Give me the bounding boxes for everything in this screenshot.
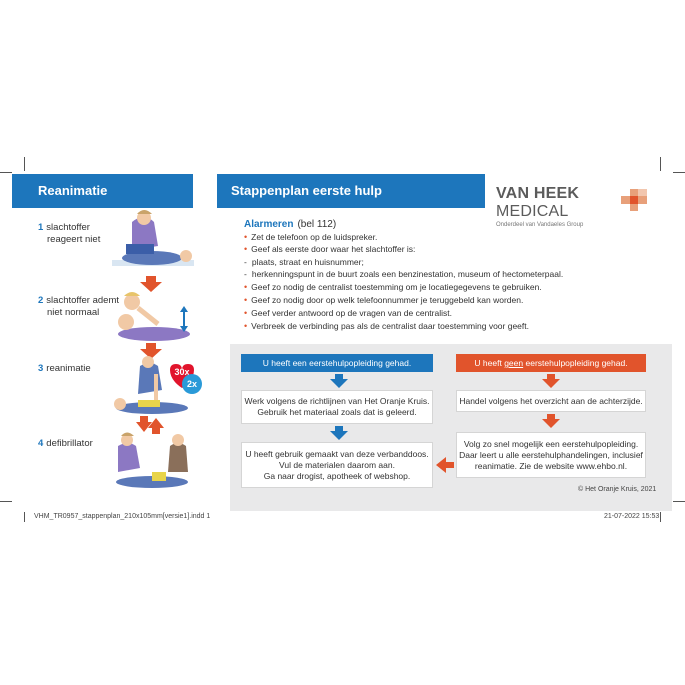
arrow-left-icon (436, 457, 454, 473)
file-slug: VHM_TR0957_stappenplan_210x105mm[versie1… (34, 513, 211, 520)
cpr-illustration: 30x 2x (114, 356, 202, 414)
crop-mark (673, 501, 685, 502)
bullet-subitem: -plaats, straat en huisnummer; (244, 257, 364, 267)
reanimatie-header: Reanimatie (12, 174, 193, 208)
alarmeren-title: Alarmeren(bel 112) (244, 219, 337, 230)
copyright: © Het Oranje Kruis, 2021 (578, 486, 657, 493)
badge-2x: 2x (187, 379, 197, 389)
victim-unresponsive-illustration (112, 210, 194, 266)
arrow-down-icon (140, 276, 162, 292)
arrow-down-icon (542, 414, 560, 428)
trained-step-1: Werk volgens de richtlijnen van Het Oran… (241, 390, 433, 424)
crop-mark (660, 512, 661, 522)
trained-header: U heeft een eerstehulpopleiding gehad. (241, 354, 433, 372)
arrows-up-down-icon (136, 416, 164, 434)
print-datetime: 21-07-2022 15:53 (604, 513, 660, 520)
medical-cross-icon (621, 189, 647, 211)
van-heek-logo: VAN HEEK MEDICAL Onderdeel van Vandaeles… (496, 185, 584, 228)
bullet-item: •Zet de telefoon op de luidspreker. (244, 232, 378, 242)
untrained-header: U heeft geen eerstehulpopleiding gehad. (456, 354, 646, 372)
arrow-down-icon (330, 374, 348, 388)
bullet-item: •Geef verder antwoord op de vragen van d… (244, 308, 452, 318)
arrow-down-icon (140, 343, 162, 359)
defibrillator-illustration (116, 432, 188, 488)
arrow-down-icon (542, 374, 560, 388)
stappenplan-header: Stappenplan eerste hulp (217, 174, 485, 208)
crop-mark (673, 172, 685, 173)
crop-mark (24, 157, 25, 171)
untrained-step-1: Handel volgens het overzicht aan de acht… (456, 390, 646, 412)
crop-mark (0, 172, 12, 173)
bullet-item: •Geef zo nodig de centralist toestemming… (244, 282, 542, 292)
untrained-step-2: Volg zo snel mogelijk een eerstehulpople… (456, 432, 646, 478)
bullet-item: •Geef zo nodig door op welk telefoonnumm… (244, 295, 524, 305)
trained-step-2: U heeft gebruik gemaakt van deze verband… (241, 442, 433, 488)
crop-mark (0, 501, 12, 502)
bullet-item: •Geef als eerste door waar het slachtoff… (244, 244, 416, 254)
arrow-down-icon (330, 426, 348, 440)
badge-30x: 30x (174, 367, 189, 377)
bullet-subitem: -herkenningspunt in de buurt zoals een b… (244, 269, 564, 279)
breathing-check-illustration (118, 292, 190, 341)
crop-mark (24, 512, 25, 522)
bullet-item: •Verbreek de verbinding pas als de centr… (244, 321, 529, 331)
crop-mark (660, 157, 661, 171)
